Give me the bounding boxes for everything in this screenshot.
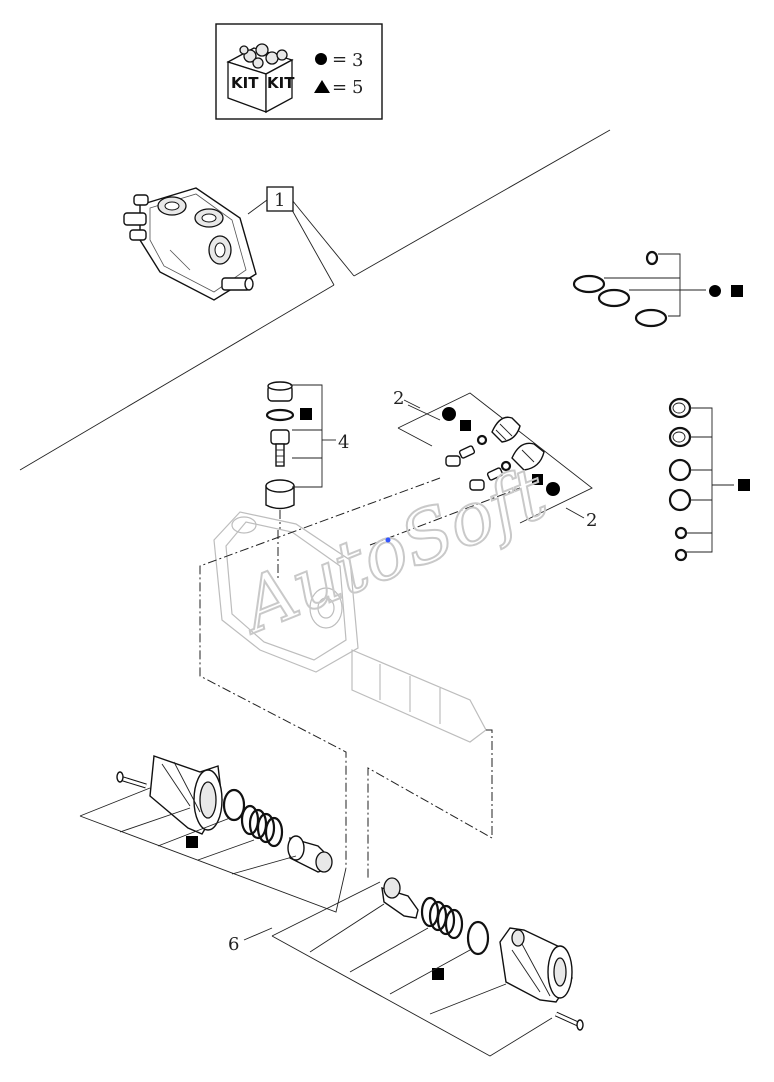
spring-lower [420, 896, 464, 940]
callout-item-2-right: 2 [586, 510, 597, 531]
square-kit-marker-lower [432, 968, 444, 980]
callout-item-2-top: 2 [393, 388, 404, 409]
triangle-icon [314, 80, 330, 93]
square-kit-marker-item-2a [460, 420, 471, 431]
circle-icon [315, 53, 327, 65]
seal-group-right [668, 397, 750, 562]
triangle-equals: = [332, 77, 347, 98]
callout-item-1: 1 [274, 190, 285, 211]
kit-label-right: KIT [267, 74, 295, 92]
perspective-line-upper [353, 129, 611, 277]
circle-kit-marker-top [709, 285, 721, 297]
callout-item-6: 6 [228, 934, 239, 955]
kit-legend: KIT KIT = 3 = 5 [215, 23, 383, 120]
end-cap-assembly-lower [271, 877, 584, 1057]
square-kit-marker-item-4 [300, 408, 312, 420]
square-kit-marker-item-2b [532, 474, 543, 485]
square-kit-marker-right [738, 479, 750, 491]
circle-equals: = [332, 49, 347, 70]
leader-item-2-right [565, 507, 585, 519]
spring-upper [240, 804, 284, 848]
circle-kit-marker-item-2b [546, 482, 560, 496]
item-2-relief-valve-group [397, 392, 593, 524]
triangle-count: 5 [352, 77, 363, 98]
end-cap-assembly-upper [79, 755, 347, 913]
circle-kit-marker-item-2a [442, 407, 456, 421]
square-kit-marker-top [731, 285, 743, 297]
axis-line-right [367, 729, 493, 880]
leader-item-6 [243, 927, 273, 941]
axis-line-item-2 [369, 487, 521, 546]
axis-line-left [199, 477, 441, 868]
leader-item-2-top [403, 399, 421, 409]
item-4-plug-group [265, 381, 323, 530]
perspective-line-lower [19, 284, 335, 471]
kit-box-icon: KIT KIT [226, 43, 295, 114]
square-kit-marker-upper [186, 836, 198, 848]
circle-count: 3 [352, 50, 363, 71]
leader-line-item-1b [291, 209, 335, 286]
seal-group-top-right [572, 250, 743, 328]
leader-item-1-valve [247, 199, 268, 215]
leader-line-item-1a [291, 199, 355, 277]
watermark-dot [385, 537, 391, 543]
callout-item-4: 4 [338, 432, 349, 453]
ghosted-valve-body [213, 511, 487, 743]
callout-box-item-1 [266, 186, 294, 212]
kit-label-left: KIT [231, 74, 259, 92]
valve-assembly-illustration [123, 187, 257, 301]
